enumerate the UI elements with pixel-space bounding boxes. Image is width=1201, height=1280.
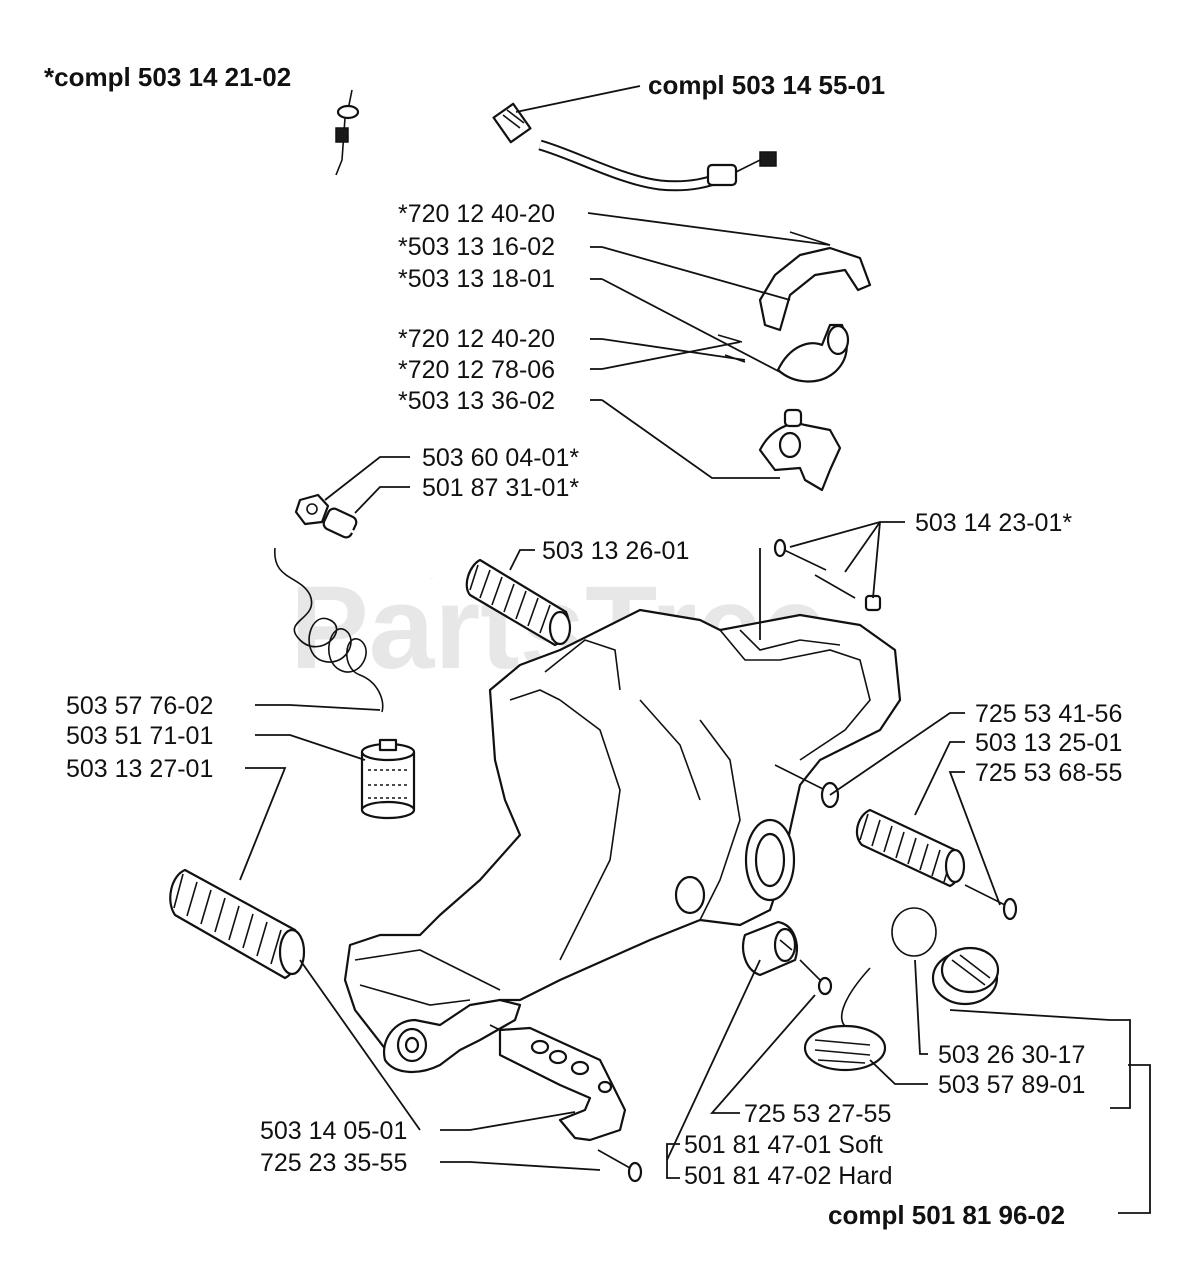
label-cable-compl-right: compl 503 14 55-01 [648,70,885,100]
label-a1: *720 12 40-20 [398,200,555,228]
trigger-lever-part [758,231,872,383]
buffer-screw-part [799,959,833,996]
label-b1: *720 12 40-20 [398,325,555,353]
label-j3: 501 81 47-02 Hard [684,1162,892,1190]
label-g1: 725 53 41-56 [975,700,1122,728]
label-d1: 503 13 26-01 [542,537,689,565]
buffer-part [742,920,798,977]
label-compl-bottom: compl 501 81 96-02 [828,1200,1065,1230]
label-j2: 501 81 47-01 Soft [684,1131,883,1159]
throttle-cable-part [335,45,777,192]
av-screw-set-part [773,538,882,612]
av-spring-top-part [465,558,572,647]
label-g3: 725 53 68-55 [975,759,1122,787]
label-i1: 503 26 30-17 [938,1041,1085,1069]
bracket-part [498,1026,627,1142]
oring-part [891,907,937,957]
label-c2: 501 87 31-01* [422,474,579,502]
label-f2: 503 51 71-01 [66,722,213,750]
label-f1: 503 57 76-02 [66,692,213,720]
label-k1: 503 14 05-01 [260,1117,407,1145]
bolt-right-part [964,884,1018,921]
part-labels: *compl 503 14 21-02 compl 503 14 55-01 *… [44,62,1122,1230]
label-i2: 503 57 89-01 [938,1071,1085,1099]
label-e1: 503 14 23-01* [915,509,1072,537]
label-a2: *503 13 16-02 [398,233,555,261]
label-c1: 503 60 04-01* [422,444,579,472]
leader-lines [239,85,1151,1214]
label-b3: *503 13 36-02 [398,387,555,415]
label-g2: 503 13 25-01 [975,729,1122,757]
label-b2: *720 12 78-06 [398,356,555,384]
fuel-filter-part [360,738,416,820]
fuel-cap-part [840,946,1000,1031]
fuel-hose-spiral-part [274,547,384,713]
throttle-lockout-part [717,334,842,492]
label-h1: 503 13 27-01 [66,755,213,783]
label-j1: 725 53 27-55 [744,1100,891,1128]
label-k2: 725 23 35-55 [260,1149,407,1177]
fuel-pickup-part [322,507,433,580]
label-a3: *503 13 18-01 [398,265,555,293]
av-spring-right-part [855,808,966,888]
strap-cap-part [803,1024,887,1072]
av-spring-left-part [169,868,306,980]
handle-body-part [343,608,902,1074]
label-cable-compl: *compl 503 14 21-02 [44,62,291,92]
filter-nut-part [294,493,330,526]
bracket-screw-part [597,1149,643,1183]
